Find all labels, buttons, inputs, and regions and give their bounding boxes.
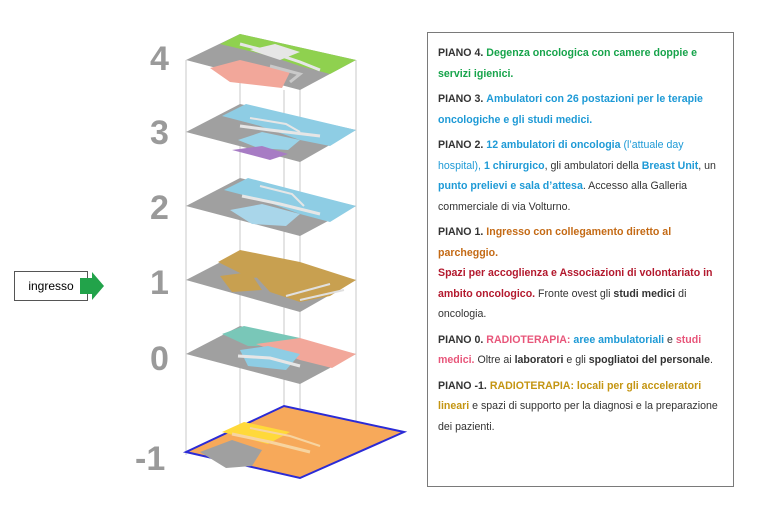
floor-label-0: 0 (150, 340, 169, 378)
floor-4-plan (186, 34, 356, 90)
floor-legend: PIANO 4. Degenza oncologica con camere d… (427, 32, 734, 487)
floor-2-plan (186, 178, 356, 236)
entrance-arrow-icon (80, 272, 104, 300)
floor-label-4: 4 (150, 40, 169, 78)
legend-piano-3: PIANO 3. Ambulatori con 26 postazioni pe… (438, 93, 703, 126)
floor-label-3: 3 (150, 114, 169, 152)
floor-3-plan (186, 104, 356, 162)
floor-minus1-plan (182, 404, 408, 480)
floor-0-plan (186, 326, 356, 384)
legend-piano-4: PIANO 4. Degenza oncologica con camere d… (438, 47, 698, 80)
entrance-label: ingresso (28, 279, 74, 293)
legend-piano-minus1: PIANO -1. RADIOTERAPIA: locali per gli a… (438, 379, 718, 433)
floor-label-minus1: -1 (135, 440, 166, 478)
floor-label-1: 1 (150, 264, 169, 302)
floor-stack-diagram (182, 34, 408, 480)
floor-1-plan (186, 250, 356, 312)
vertical-guides (185, 40, 357, 470)
legend-piano-2: PIANO 2. 12 ambulatori di oncologia (l’a… (438, 139, 716, 213)
floor-label-2: 2 (150, 189, 169, 227)
legend-piano-1: PIANO 1. Ingresso con collegamento diret… (438, 226, 713, 320)
legend-piano-0: PIANO 0. RADIOTERAPIA: aree ambulatorial… (438, 333, 713, 367)
entrance-box: ingresso (14, 271, 88, 301)
